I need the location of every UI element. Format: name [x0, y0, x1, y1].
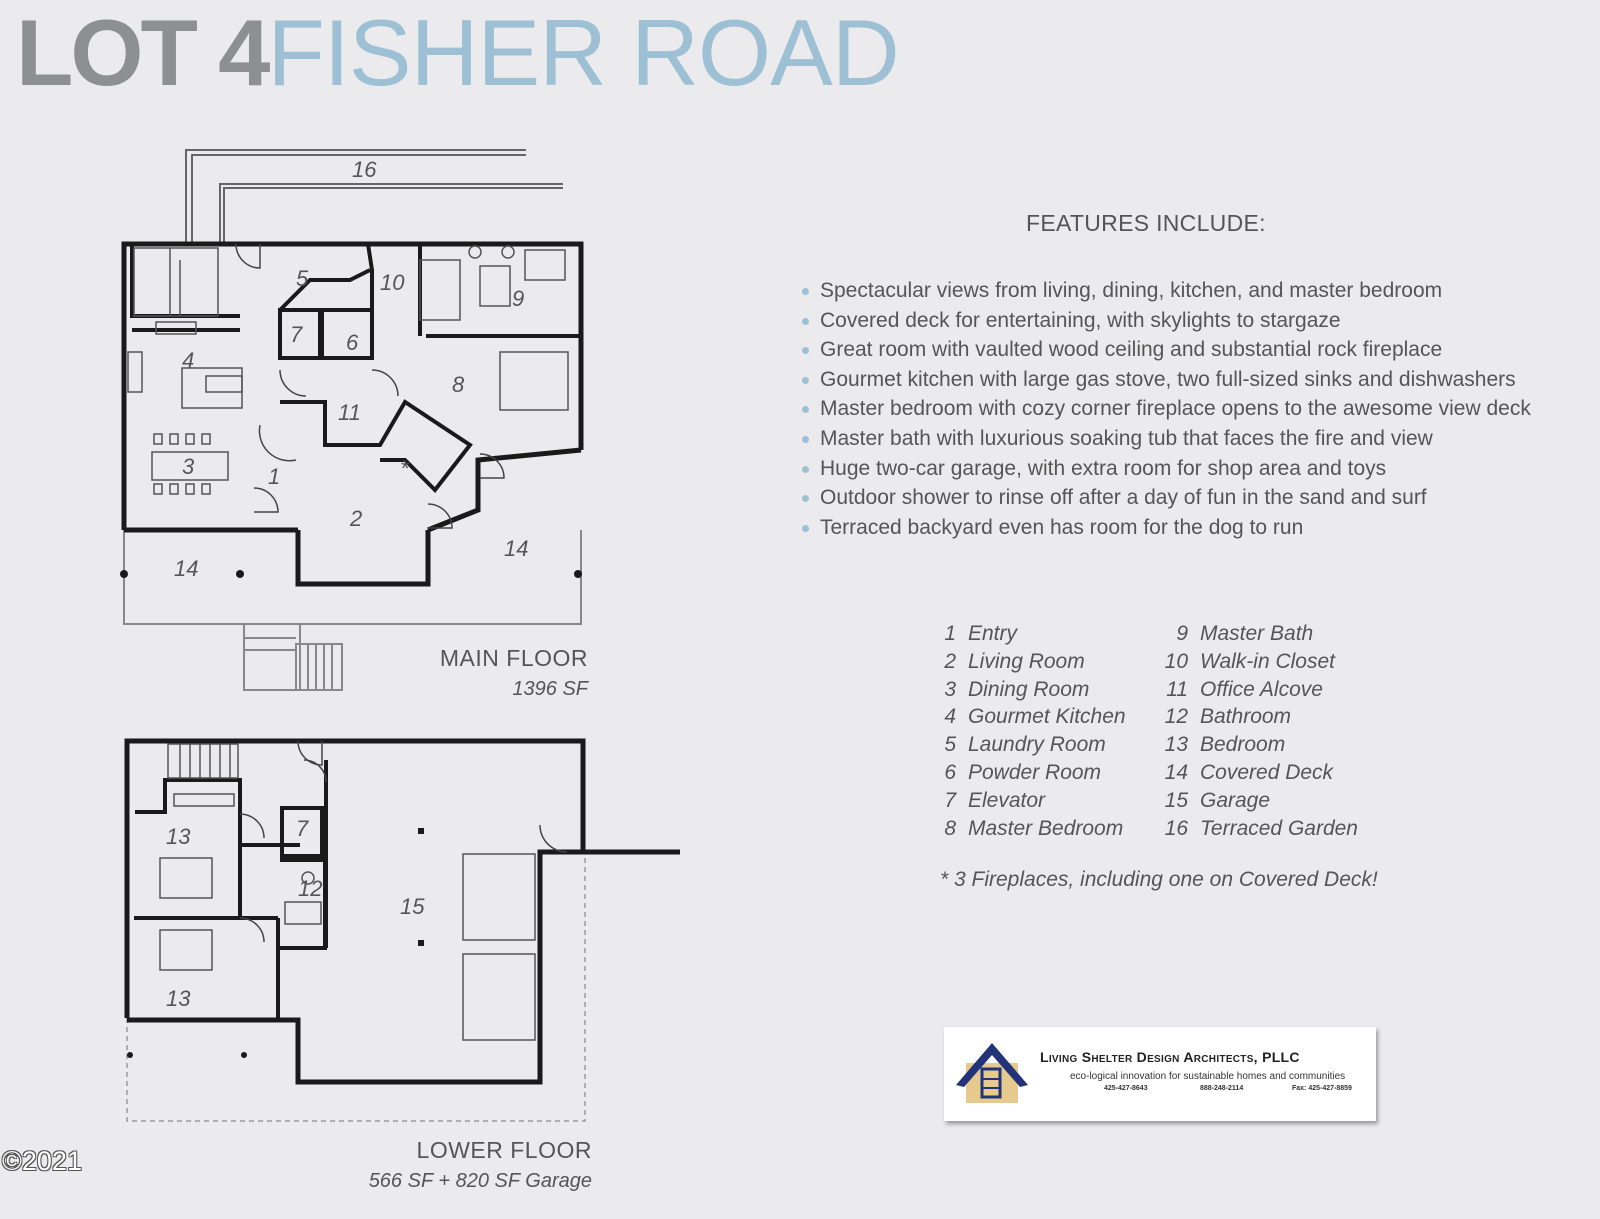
room-number: 13	[166, 824, 191, 849]
fireplace-note: * 3 Fireplaces, including one on Covered…	[940, 868, 1378, 891]
lower-floor-area: 566 SF + 820 SF Garage	[368, 1170, 592, 1192]
feature-item: Covered deck for entertaining, with skyl…	[798, 306, 1531, 336]
room-number: 9	[512, 286, 524, 311]
architect-phone-2: 888-248-2114	[1200, 1085, 1244, 1092]
architect-name: Living Shelter Design Architects, PLLC	[1040, 1049, 1300, 1065]
room-number: 11	[338, 400, 361, 425]
lower-floor-plan: 7 13 12 15 13	[124, 738, 680, 1122]
room-number: 14	[504, 536, 528, 561]
room-number: 2	[349, 506, 362, 531]
architect-tagline: eco-logical innovation for sustainable h…	[1070, 1071, 1346, 1082]
house-logo-icon	[956, 1043, 1028, 1103]
room-number: 3	[182, 454, 195, 479]
exterior-walls	[121, 241, 584, 587]
room-number: 12	[298, 876, 322, 901]
feature-item: Master bedroom with cozy corner fireplac…	[798, 394, 1531, 424]
terraced-garden-lines	[185, 149, 563, 244]
main-floor-label: MAIN FLOOR 1396 SF	[440, 645, 588, 701]
title-road: FISHER ROAD	[267, 0, 899, 105]
room-number: 4	[182, 348, 194, 373]
interior-walls	[130, 243, 581, 494]
feature-item: Huge two-car garage, with extra room for…	[798, 454, 1531, 484]
main-floor-area: 1396 SF	[512, 678, 588, 700]
exterior-walls	[124, 738, 680, 1085]
room-number: 7	[296, 816, 309, 841]
deck-posts	[120, 570, 582, 578]
room-number: 1	[268, 464, 280, 489]
copyright-watermark: ©2021	[2, 1146, 82, 1176]
room-number: 15	[400, 894, 425, 919]
room-number: 7	[290, 322, 303, 347]
lower-floor-label: LOWER FLOOR 566 SF + 820 SF Garage	[369, 1137, 592, 1193]
main-floor-name: MAIN FLOOR	[439, 645, 588, 671]
title-lot: LOT 4	[16, 0, 270, 105]
fireplace-marker: *	[400, 456, 410, 481]
feature-item: Great room with vaulted wood ceiling and…	[798, 335, 1531, 365]
feature-item: Terraced backyard even has room for the …	[798, 513, 1531, 543]
door-swings	[239, 740, 568, 943]
door-swings	[235, 243, 505, 529]
room-number: 16	[352, 157, 377, 182]
architect-phone-1: 425-427-8643	[1104, 1085, 1148, 1092]
columns	[127, 828, 424, 1058]
main-floor-plan: 16 5 10 9 7 6 4 8 11 3 1 2 14 14 *	[120, 149, 584, 691]
interior-walls	[134, 760, 328, 1020]
room-number: 14	[174, 556, 198, 581]
architect-fax: Fax: 425-427-8859	[1292, 1085, 1352, 1092]
room-number: 8	[452, 372, 465, 397]
feature-item: Spectacular views from living, dining, k…	[798, 276, 1531, 306]
room-number: 10	[380, 270, 405, 295]
features-heading: FEATURES INCLUDE:	[1026, 210, 1266, 236]
fixtures	[159, 743, 536, 1041]
feature-item: Gourmet kitchen with large gas stove, tw…	[798, 365, 1531, 395]
features-list: Spectacular views from living, dining, k…	[798, 276, 1531, 542]
feature-item: Master bath with luxurious soaking tub t…	[798, 424, 1531, 454]
room-number: 6	[346, 330, 359, 355]
patio-outline	[126, 855, 586, 1122]
feature-item: Outdoor shower to rinse off after a day …	[798, 483, 1531, 513]
fixtures	[127, 245, 569, 495]
room-number: 5	[296, 266, 309, 291]
architect-logo-card: Living Shelter Design Architects, PLLC e…	[944, 1027, 1376, 1121]
room-number: 13	[166, 986, 191, 1011]
lower-floor-name: LOWER FLOOR	[416, 1137, 592, 1163]
page-title: LOT 4FISHER ROAD	[16, 6, 900, 100]
